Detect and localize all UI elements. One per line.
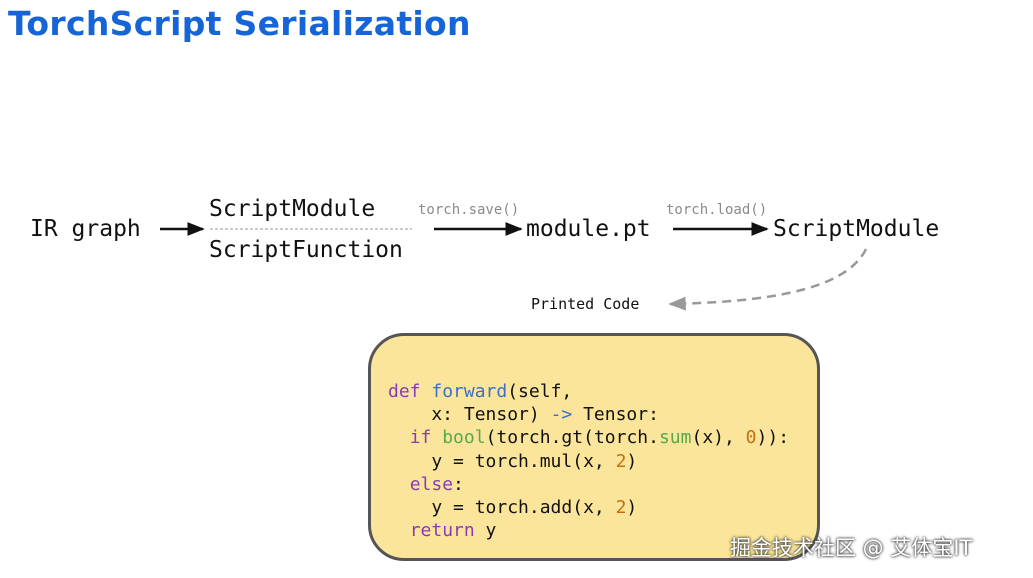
page-title: TorchScript Serialization bbox=[8, 4, 471, 43]
code-line-4: y = torch.mul(x, 2) bbox=[388, 450, 638, 472]
code-line-5: else: bbox=[409, 473, 464, 495]
code-line-7: return y bbox=[409, 520, 497, 542]
code-line-2: x: Tensor) -> Tensor: bbox=[388, 404, 659, 426]
code-line-3: if bool(torch.gt(torch.sum(x), 0)): bbox=[409, 427, 790, 449]
code-line-6: y = torch.add(x, 2) bbox=[388, 497, 638, 519]
watermark: 掘金技术社区 @ 艾体宝IT bbox=[730, 536, 973, 560]
code-line-1: def forward(self, bbox=[388, 381, 573, 402]
code-block: def forward(self, x: Tensor) -> Tensor: … bbox=[368, 333, 820, 561]
node-ir-graph: IR graph bbox=[30, 216, 141, 242]
arrow-printed-code bbox=[668, 248, 868, 311]
label-torch-save: torch.save() bbox=[418, 202, 520, 218]
node-printed-code: Printed Code bbox=[531, 295, 640, 313]
node-script-function: ScriptFunction bbox=[209, 237, 403, 263]
label-torch-load: torch.load() bbox=[666, 202, 768, 218]
code-text: def forward(self, x: Tensor) -> Tensor: … bbox=[388, 380, 789, 542]
node-script-module: ScriptModule bbox=[209, 196, 376, 222]
node-script-module-loaded: ScriptModule bbox=[773, 216, 940, 242]
node-module-pt: module.pt bbox=[526, 216, 651, 242]
